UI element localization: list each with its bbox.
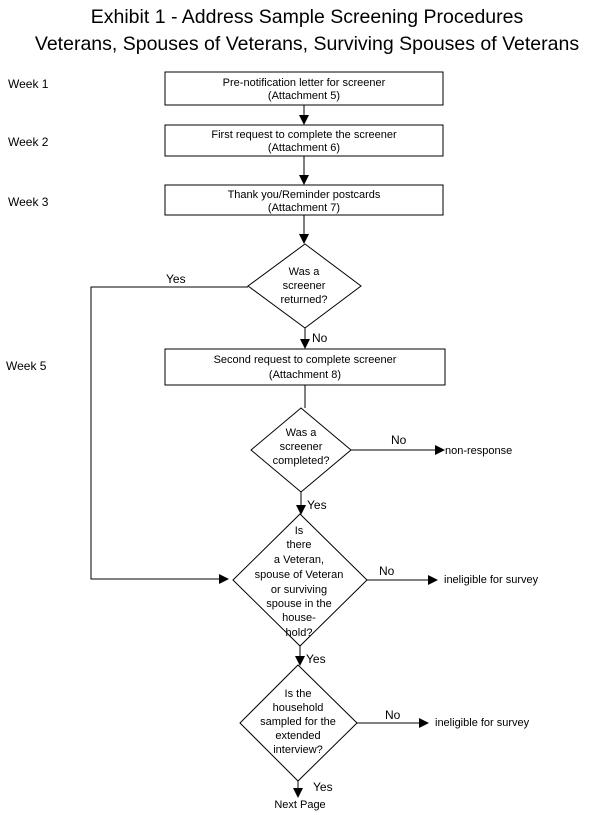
returned-line-2: screener — [283, 280, 326, 292]
completed-line-2: screener — [280, 441, 323, 453]
ineligible-outcome-1: ineligible for survey — [444, 574, 539, 586]
non-response-outcome: non-response — [445, 445, 512, 457]
prenotification-line-1: Pre-notification letter for screener — [223, 77, 386, 89]
returned-yes-bypass-line — [90, 286, 248, 584]
returned-yes-label: Yes — [166, 272, 186, 286]
veteran-line-3: a Veteran, — [274, 554, 324, 566]
decision-screener-completed: Was a screener completed? — [250, 407, 352, 493]
veteran-line-4: spouse of Veteran — [255, 569, 344, 581]
veteran-line-2: there — [286, 539, 311, 551]
veteran-line-6: spouse in the — [266, 598, 331, 610]
next-page-link: Next Page — [274, 799, 325, 811]
first-request-box: First request to complete the screener (… — [164, 124, 444, 157]
prenotification-line-2: (Attachment 5) — [268, 90, 340, 102]
second-request-line-2: (Attachment 8) — [269, 369, 341, 381]
title-line-1: Exhibit 1 - Address Sample Screening Pro… — [91, 6, 524, 28]
returned-no-label: No — [312, 331, 328, 345]
completed-no-label: No — [391, 433, 407, 447]
week-1-label: Week 1 — [8, 77, 49, 91]
sampled-line-5: interview? — [273, 744, 323, 756]
ineligible-outcome-2: ineligible for survey — [435, 717, 530, 729]
second-request-line-1: Second request to complete screener — [214, 354, 397, 366]
veteran-yes-label: Yes — [306, 652, 326, 666]
prenotification-letter-box: Pre-notification letter for screener (At… — [164, 71, 444, 106]
first-request-line-1: First request to complete the screener — [211, 129, 397, 141]
sampled-line-1: Is the — [285, 688, 312, 700]
thank-you-line-2: (Attachment 7) — [268, 202, 340, 214]
completed-line-3: completed? — [273, 455, 330, 467]
sampled-line-4: extended — [275, 730, 320, 742]
sampled-yes-label: Yes — [313, 780, 333, 794]
veteran-line-8: hold? — [286, 627, 313, 639]
week-3-label: Week 3 — [8, 195, 49, 209]
first-request-line-2: (Attachment 6) — [268, 142, 340, 154]
thank-you-line-1: Thank you/Reminder postcards — [228, 189, 381, 201]
veteran-line-7: house- — [282, 612, 316, 624]
veteran-line-5: or surviving — [271, 584, 327, 596]
thank-you-postcard-box: Thank you/Reminder postcards (Attachment… — [164, 184, 444, 216]
completed-yes-label: Yes — [307, 498, 327, 512]
second-request-box: Second request to complete screener (Att… — [164, 348, 446, 386]
week-2-label: Week 2 — [8, 135, 49, 149]
sampled-line-2: household — [273, 702, 324, 714]
title-line-2: Veterans, Spouses of Veterans, Surviving… — [35, 33, 579, 55]
returned-line-3: returned? — [280, 294, 327, 306]
sampled-no-label: No — [385, 708, 401, 722]
decision-screener-returned: Was a screener returned? — [247, 243, 362, 329]
veteran-line-1: Is — [295, 525, 304, 537]
week-5-label: Week 5 — [6, 359, 47, 373]
sampled-line-3: sampled for the — [260, 716, 336, 728]
veteran-no-label: No — [379, 564, 395, 578]
decision-household-sampled: Is the household sampled for the extende… — [239, 664, 358, 782]
returned-line-1: Was a — [289, 266, 321, 278]
completed-line-1: Was a — [286, 427, 318, 439]
decision-veteran-in-household: Is there a Veteran, spouse of Veteran or… — [232, 513, 368, 647]
